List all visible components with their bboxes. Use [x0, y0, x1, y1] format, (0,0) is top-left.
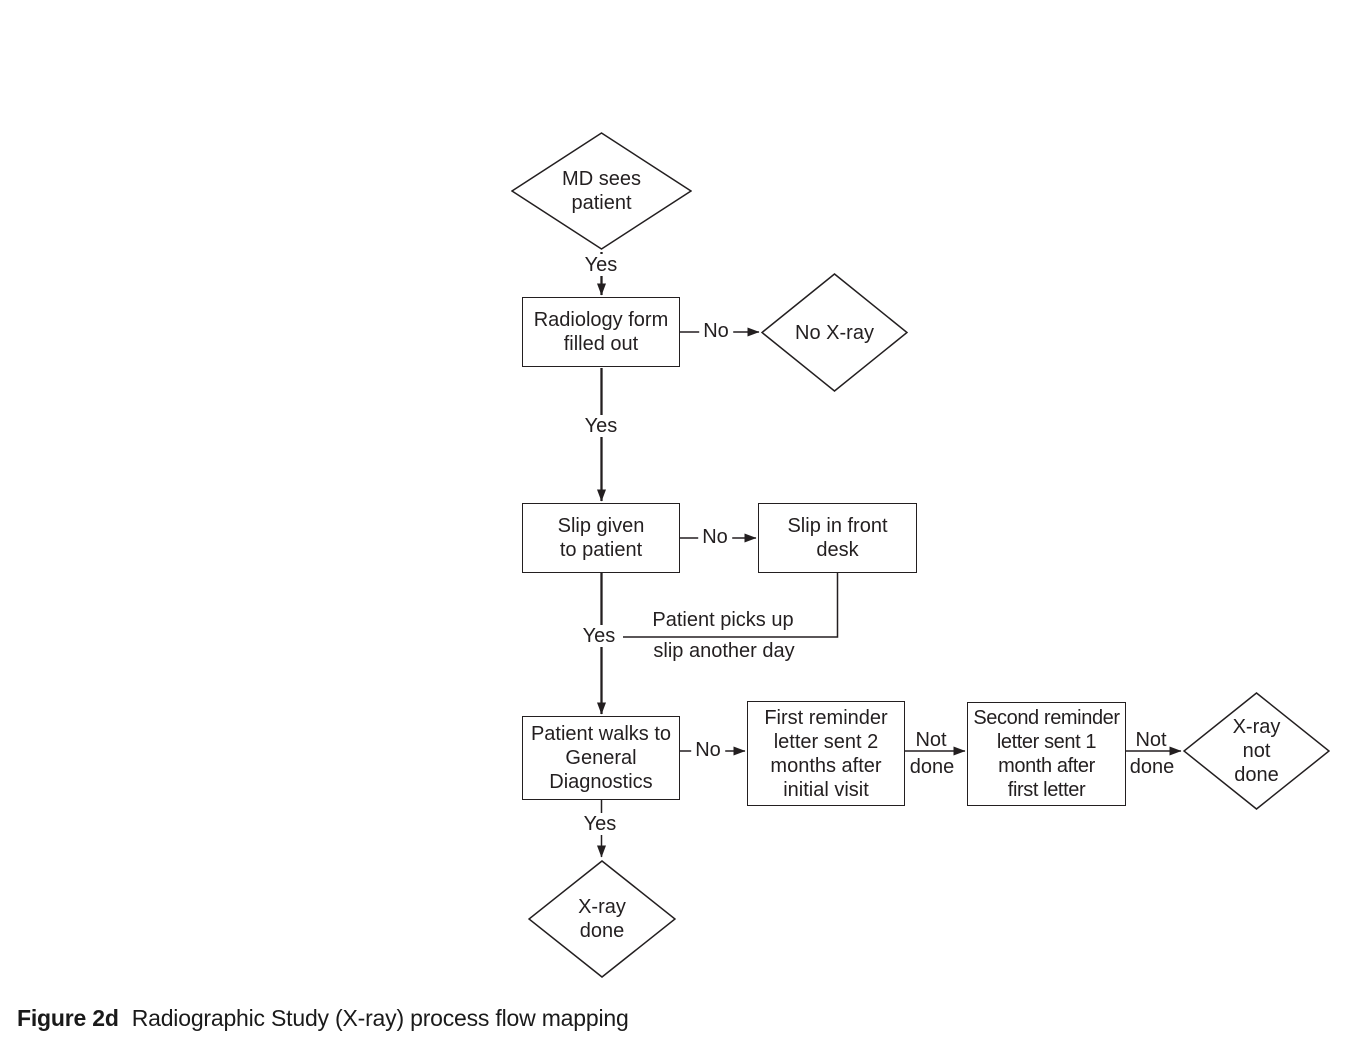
node-label-patient-walks: Patient walks to General Diagnostics: [530, 723, 672, 793]
edge-label-pickup-line1: Patient picks up: [652, 609, 794, 631]
diamond-shape: [1183, 692, 1330, 810]
diamond-shape: [511, 132, 692, 250]
edge-label-first-done: done: [909, 756, 955, 778]
node-xray-done: X-ray done: [528, 860, 676, 978]
node-md-sees-patient: MD sees patient: [511, 132, 692, 250]
edge-label-walk-yes: Yes: [579, 813, 621, 835]
figure-caption-label: Figure 2d: [17, 1005, 119, 1031]
node-radiology-form: Radiology form filled out: [522, 297, 680, 367]
edge-label-form-no: No: [699, 320, 733, 342]
node-no-xray: No X-ray: [761, 273, 908, 392]
figure-caption: Figure 2d Radiographic Study (X-ray) proc…: [17, 1004, 629, 1032]
edge-label-pickup-line2: slip another day: [653, 640, 795, 662]
figure-caption-text: Radiographic Study (X-ray) process flow …: [131, 1005, 629, 1031]
diamond-shape: [761, 273, 908, 392]
node-label-xray-not-done: X-ray not done: [1232, 716, 1281, 786]
node-slip-given: Slip given to patient: [522, 503, 680, 573]
edge-label-first-not: Not: [915, 729, 947, 751]
node-slip-front-desk: Slip in front desk: [758, 503, 917, 573]
edge-label-second-not: Not: [1135, 729, 1167, 751]
node-label-no-xray: No X-ray: [795, 321, 874, 344]
node-label-slip-front-desk: Slip in front desk: [787, 515, 888, 561]
edge-label-md-yes: Yes: [580, 254, 622, 276]
edge-label-form-yes: Yes: [580, 415, 622, 437]
node-label-radiology-form: Radiology form filled out: [533, 309, 669, 355]
edge-label-second-done: done: [1129, 756, 1175, 778]
node-label-xray-done: X-ray done: [578, 896, 626, 942]
edge-label-walk-no: No: [691, 739, 725, 761]
edge-label-slip-no: No: [698, 526, 732, 548]
node-label-first-reminder: First reminder letter sent 2 months afte…: [764, 706, 888, 801]
node-label-md-sees-patient: MD sees patient: [562, 168, 641, 214]
node-patient-walks: Patient walks to General Diagnostics: [522, 716, 680, 800]
node-label-second-reminder: Second reminder letter sent 1 month afte…: [973, 707, 1120, 801]
node-first-reminder: First reminder letter sent 2 months afte…: [747, 701, 905, 806]
node-label-slip-given: Slip given to patient: [557, 515, 645, 561]
edge-label-slip-yes: Yes: [578, 625, 620, 647]
diamond-shape: [528, 860, 676, 978]
node-second-reminder: Second reminder letter sent 1 month afte…: [967, 702, 1126, 806]
node-xray-not-done: X-ray not done: [1183, 692, 1330, 810]
